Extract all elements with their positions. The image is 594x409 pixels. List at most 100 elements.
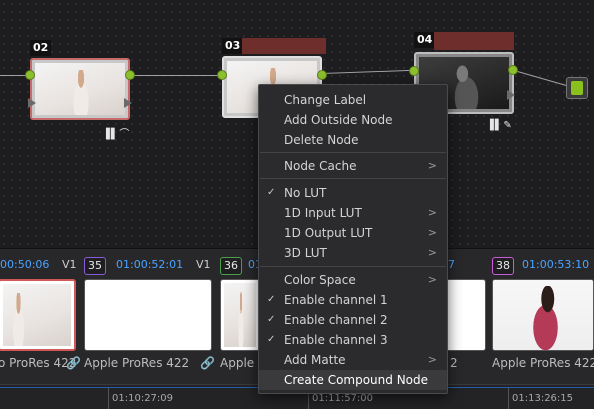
clip-track: V1 — [196, 258, 211, 271]
clip-codec: o ProRes 422 — [0, 356, 77, 370]
input-port[interactable] — [409, 66, 419, 76]
menu-item-node-cache[interactable]: Node Cache > — [259, 156, 447, 176]
eyedropper-icon: ✎ — [503, 120, 513, 131]
menu-item-1d-output-lut[interactable]: 1D Output LUT > — [259, 223, 447, 243]
checkmark-icon: ✓ — [267, 334, 276, 345]
node-number: 03 — [222, 38, 244, 54]
menu-item-add-outside-node[interactable]: Add Outside Node — [259, 110, 447, 130]
menu-separator — [260, 266, 446, 267]
chevron-right-icon: > — [427, 159, 437, 172]
clip-number-badge: 35 — [84, 257, 106, 275]
key-output-port[interactable] — [124, 98, 132, 108]
chevron-right-icon: > — [427, 226, 437, 239]
input-port[interactable] — [217, 70, 227, 80]
connection-line — [130, 75, 225, 76]
node-tool-icons: ▐▌⌒ — [102, 125, 130, 140]
clip-codec: 2 — [450, 356, 458, 370]
clip-thumbnail[interactable] — [492, 279, 594, 351]
checkmark-icon: ✓ — [267, 314, 276, 325]
connection-line — [321, 69, 414, 74]
clip-number-badge: 36 — [220, 257, 242, 275]
key-output-port[interactable] — [507, 90, 515, 100]
node-tool-icons: ▐▌✎ — [486, 120, 513, 131]
menu-item-label: Color Space — [284, 273, 356, 287]
menu-item-1d-input-lut[interactable]: 1D Input LUT > — [259, 203, 447, 223]
menu-item-enable-channel-1[interactable]: ✓ Enable channel 1 — [259, 290, 447, 310]
bar-chart-icon: ▐▌ — [486, 120, 504, 131]
menu-item-enable-channel-2[interactable]: ✓ Enable channel 2 — [259, 310, 447, 330]
menu-item-label: Add Matte — [284, 353, 346, 367]
clip-item[interactable]: 00:50:06 V1 o ProRes 422 🔗 — [0, 249, 81, 385]
clip-track: V1 — [62, 258, 77, 271]
clip-number-badge: 38 — [492, 257, 514, 275]
menu-item-3d-lut[interactable]: 3D LUT > — [259, 243, 447, 263]
clip-thumbnail[interactable] — [84, 279, 212, 351]
timeline-timecode: 01:13:26:15 — [512, 393, 574, 404]
clip-codec: Apple P — [220, 356, 266, 370]
menu-item-create-compound-node[interactable]: Create Compound Node — [259, 370, 447, 390]
connection-line — [0, 75, 30, 76]
clip-timecode: 00:50:06 — [0, 258, 50, 271]
chevron-right-icon: > — [427, 353, 437, 366]
clips-strip: 00:50:06 V1 o ProRes 422 🔗 35 01:00:52:0… — [0, 248, 594, 384]
bar-chart-icon: ▐▌ — [102, 129, 120, 140]
checkmark-icon: ✓ — [267, 294, 276, 305]
menu-item-label: 3D LUT — [284, 246, 327, 260]
node-number: 04 — [414, 32, 436, 48]
clip-item[interactable]: 38 01:00:53:10 Apple ProRes 422 — [492, 249, 594, 385]
key-input-port[interactable] — [28, 98, 36, 108]
connection-line — [513, 70, 570, 87]
menu-item-label: Enable channel 2 — [284, 313, 388, 327]
clip-thumbnail[interactable] — [220, 279, 260, 351]
clip-codec: Apple ProRes 422 — [84, 356, 190, 370]
output-port[interactable] — [125, 70, 135, 80]
menu-item-label: Change Label — [284, 93, 367, 107]
menu-separator — [260, 178, 446, 179]
node-02[interactable]: 02 ▐▌⌒ — [25, 40, 135, 140]
menu-separator — [260, 152, 446, 153]
output-port[interactable] — [317, 70, 327, 80]
chevron-right-icon: > — [427, 206, 437, 219]
clip-item[interactable]: 35 01:00:52:01 V1 Apple ProRes 422 🔗 — [84, 249, 216, 385]
timeline-timecode: 01:11:57:00 — [312, 393, 374, 404]
menu-item-color-space[interactable]: Color Space > — [259, 270, 447, 290]
link-icon: 🔗 — [66, 356, 81, 370]
node-label-bar — [434, 32, 514, 50]
menu-item-label: No LUT — [284, 186, 327, 200]
node-label-bar — [242, 38, 326, 54]
clip-timecode: 7 — [448, 258, 455, 271]
input-port[interactable] — [25, 70, 35, 80]
menu-item-delete-node[interactable]: Delete Node — [259, 130, 447, 150]
menu-item-label: Node Cache — [284, 159, 357, 173]
timeline-tick — [108, 388, 109, 409]
output-node[interactable] — [566, 77, 588, 99]
menu-item-label: Delete Node — [284, 133, 359, 147]
menu-item-label: Create Compound Node — [284, 373, 429, 387]
node-context-menu: Change Label Add Outside Node Delete Nod… — [258, 84, 448, 394]
node-number: 02 — [30, 40, 52, 56]
menu-item-change-label[interactable]: Change Label — [259, 90, 447, 110]
menu-item-label: 1D Input LUT — [284, 206, 362, 220]
link-icon: 🔗 — [200, 356, 215, 370]
checkmark-icon: ✓ — [267, 187, 276, 198]
menu-item-label: 1D Output LUT — [284, 226, 373, 240]
clip-thumbnail[interactable] — [0, 279, 76, 351]
chevron-right-icon: > — [427, 273, 437, 286]
node-thumbnail[interactable] — [30, 58, 130, 120]
clip-item[interactable]: 36 01:0 Apple P — [220, 249, 273, 385]
clip-codec: Apple ProRes 422 — [492, 356, 594, 370]
output-port[interactable] — [508, 65, 518, 75]
menu-item-add-matte[interactable]: Add Matte > — [259, 350, 447, 370]
timeline-tick — [508, 388, 509, 409]
timeline-timecode: 01:10:27:09 — [112, 393, 174, 404]
menu-item-enable-channel-3[interactable]: ✓ Enable channel 3 — [259, 330, 447, 350]
clip-timecode: 01:00:52:01 — [116, 258, 184, 271]
menu-item-label: Add Outside Node — [284, 113, 393, 127]
menu-item-label: Enable channel 1 — [284, 293, 388, 307]
clip-timecode: 01:00:53:10 — [522, 258, 590, 271]
menu-item-no-lut[interactable]: ✓ No LUT — [259, 183, 447, 203]
curves-icon: ⌒ — [119, 129, 131, 140]
chevron-right-icon: > — [427, 246, 437, 259]
timeline-tick — [308, 388, 309, 409]
menu-item-label: Enable channel 3 — [284, 333, 388, 347]
